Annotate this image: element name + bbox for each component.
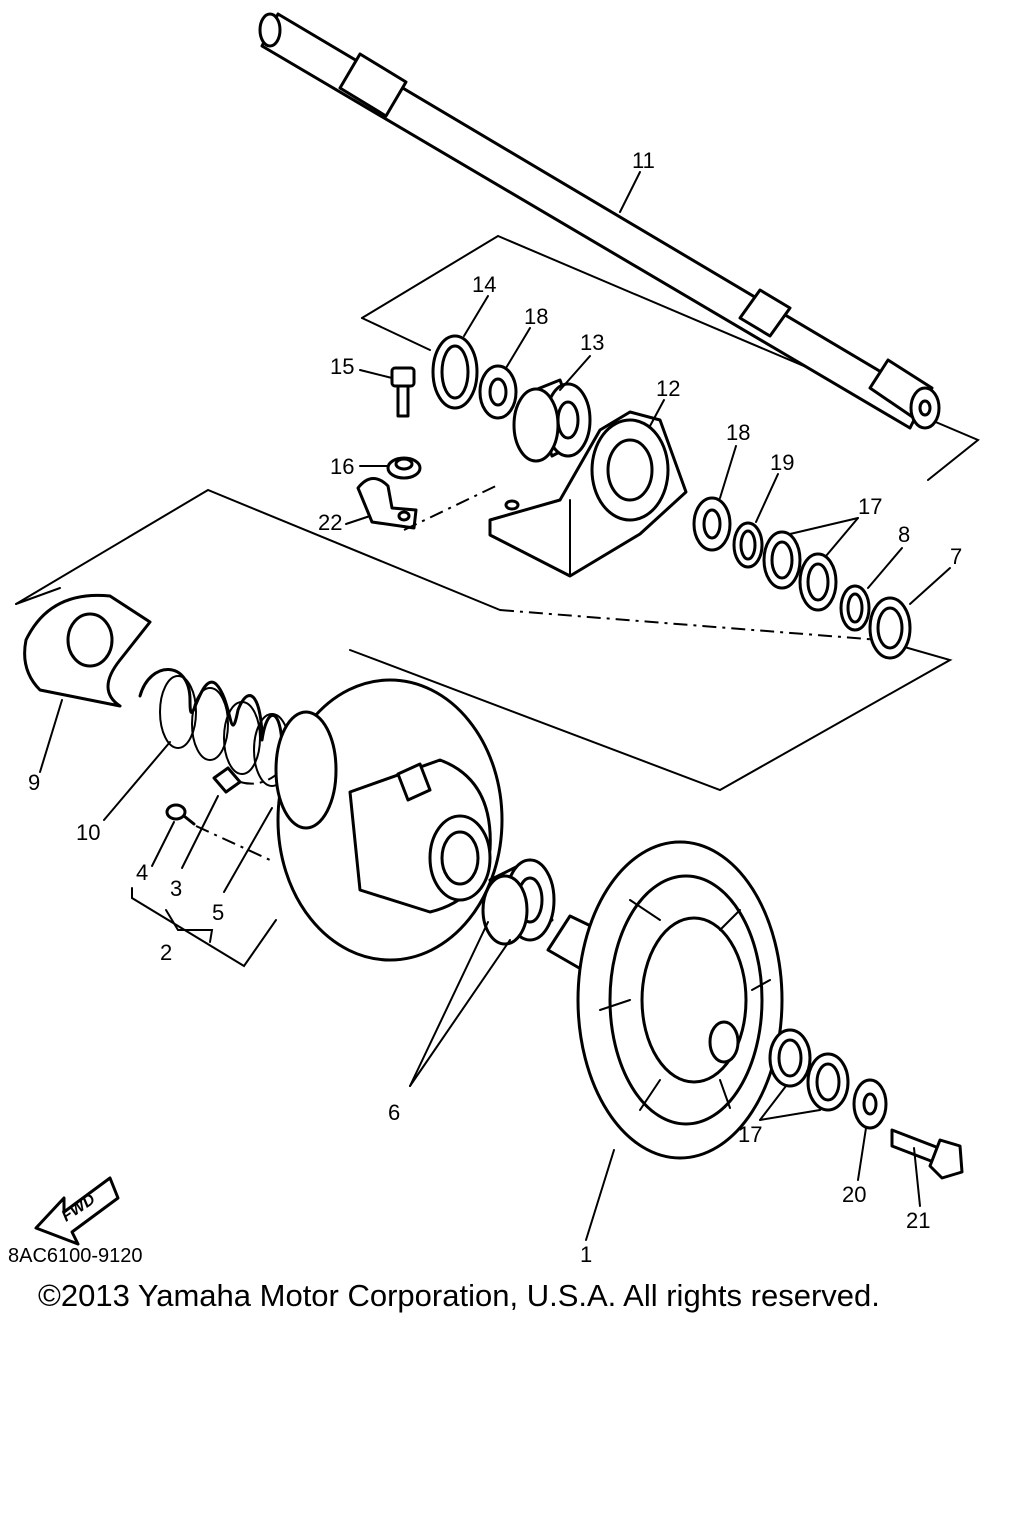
bearing-part-13	[512, 378, 592, 463]
bolt-part-21	[890, 1128, 964, 1180]
bearing-housing-part-12	[488, 410, 688, 578]
callout-3: 3	[170, 876, 182, 901]
nut-part-16	[386, 456, 422, 480]
washer-part-20	[852, 1078, 888, 1130]
callout-19: 19	[770, 450, 794, 475]
callout-6: 6	[388, 1100, 400, 1125]
callout-15: 15	[330, 354, 354, 379]
cam-part-9	[23, 593, 152, 708]
callout-14: 14	[472, 272, 496, 297]
bushing-part-6	[481, 858, 556, 946]
shim-part-17-lower-b	[806, 1052, 850, 1112]
circlip-part-8	[839, 584, 871, 632]
callout-17-upper: 17	[858, 494, 882, 519]
fwd-arrow-icon	[34, 1176, 120, 1246]
diagram-code: 8AC6100-9120	[8, 1245, 143, 1267]
callout-11: 11	[632, 148, 655, 173]
callout-20: 20	[842, 1182, 866, 1207]
callout-13: 13	[580, 330, 604, 355]
sheave-part-5	[274, 678, 504, 962]
callout-18-upper: 18	[524, 304, 548, 329]
washer-part-7	[868, 596, 912, 660]
screw-part-4	[165, 803, 196, 826]
assembly-line-4	[195, 825, 271, 861]
callout-16: 16	[330, 454, 354, 479]
circlip-part-19	[732, 521, 764, 569]
leader-lines	[39, 171, 951, 1241]
copyright-notice: ©2013 Yamaha Motor Corporation, U.S.A. A…	[38, 1278, 880, 1313]
callout-8: 8	[898, 522, 910, 547]
shaft-part-11	[258, 12, 941, 430]
shim-part-17-lower-a	[768, 1028, 812, 1088]
washer-part-18-upper	[478, 364, 518, 420]
fixed-sheave-part-1	[546, 840, 784, 1160]
clamp-part-22	[356, 477, 501, 531]
shim-part-17-upper-a	[762, 530, 802, 590]
callout-21: 21	[906, 1208, 930, 1233]
callout-10: 10	[76, 820, 100, 845]
assembly-line-3	[239, 759, 291, 785]
callout-4: 4	[136, 860, 148, 885]
callout-9: 9	[28, 770, 40, 795]
washer-part-18-right	[692, 496, 732, 552]
callout-17-lower: 17	[738, 1122, 762, 1147]
callout-12: 12	[656, 376, 680, 401]
callout-22: 22	[318, 510, 342, 535]
callout-7: 7	[950, 544, 962, 569]
callout-18-right: 18	[726, 420, 750, 445]
callout-2: 2	[160, 940, 172, 965]
callout-1: 1	[580, 1242, 592, 1267]
shim-part-17-upper-b	[798, 552, 838, 612]
circlip-part-14	[431, 334, 479, 410]
lower-group-outline	[15, 488, 953, 792]
bolt-part-15	[390, 366, 416, 418]
callout-numbers: 11 14 18 13 12 15 16 22 18 19 17 8 7 9 1…	[28, 148, 962, 1267]
callout-5: 5	[212, 900, 224, 925]
upper-group-outline	[361, 234, 980, 481]
